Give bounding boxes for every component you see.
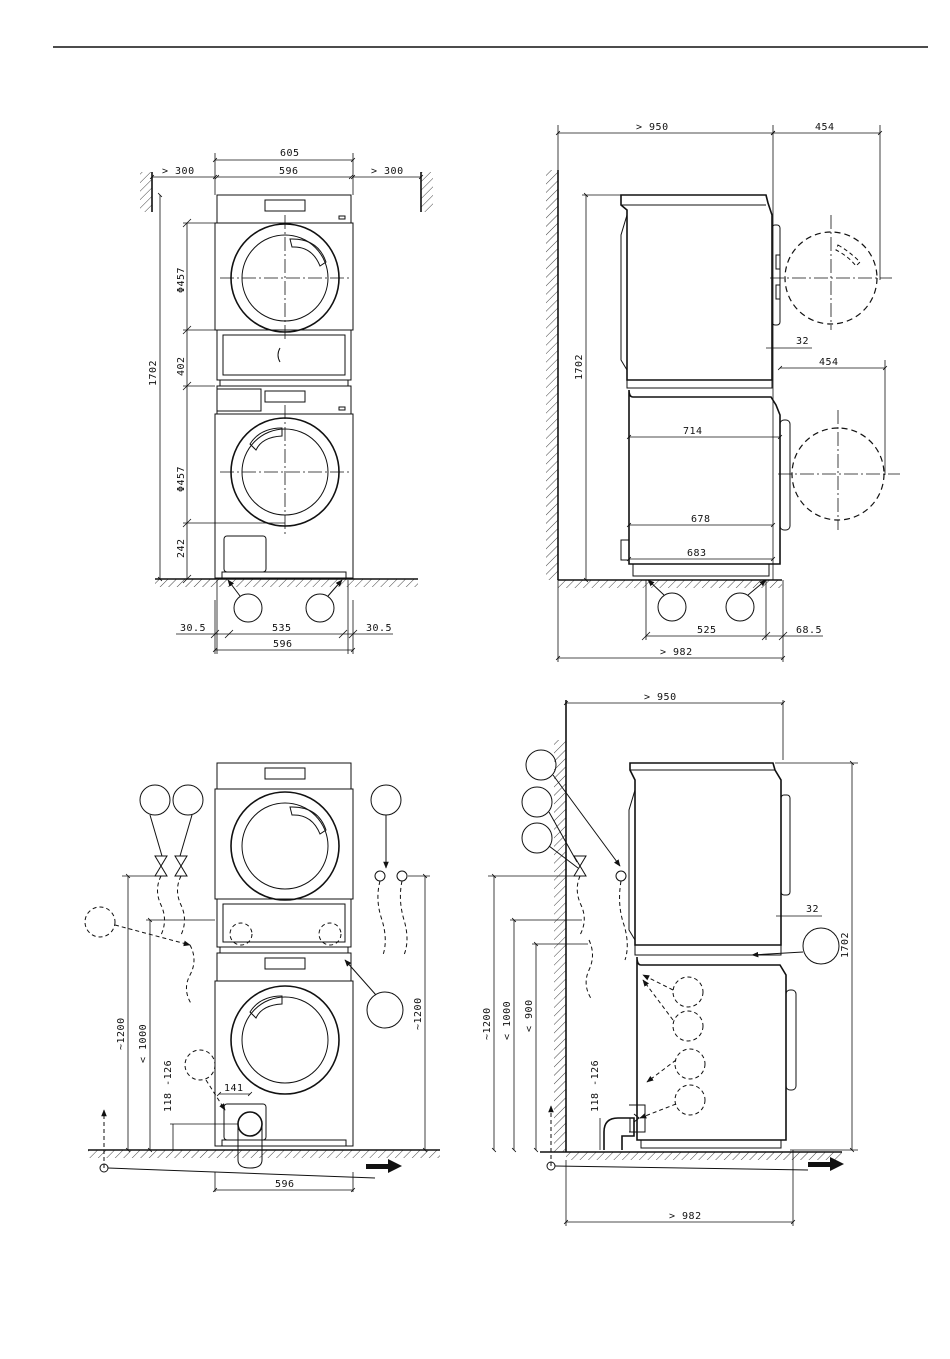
side-view: > 950 454 32 454 714 (546, 122, 900, 662)
dim-30-5-left: 30.5 (180, 623, 206, 634)
washer-door-side (780, 420, 790, 530)
dim-dryer-door-diameter: Φ457 (176, 267, 187, 293)
callout-wall-low (522, 823, 552, 853)
dim-525: 525 (697, 625, 717, 636)
side-foot-callout-right (726, 593, 754, 621)
dim-clearance-left: > 300 (162, 166, 195, 177)
washer-control-panel (217, 386, 351, 414)
service-flap (224, 536, 266, 572)
axis-origin-icon-side (547, 1106, 808, 1170)
dim-1702-front: 1702 (148, 360, 159, 386)
dim-32-side: 32 (796, 336, 809, 347)
dim-1200-right: ~1200 (413, 997, 424, 1030)
callout-dashed-2 (673, 1011, 703, 1041)
dim-605: 605 (280, 148, 300, 159)
callout-water-left (140, 785, 170, 815)
dryer-door-handle (290, 239, 326, 266)
front-install-view: 141 ~1200 < 1000 118 -126 (85, 763, 440, 1192)
dim-install-32: 32 (806, 904, 819, 915)
dim-clearance-right: > 300 (371, 166, 404, 177)
right-wall (421, 172, 433, 212)
dim-1702-side: 1702 (574, 354, 585, 380)
dim-683: 683 (687, 548, 707, 559)
callout-drain-dashed (185, 1050, 215, 1080)
side-install-view: > 950 32 (482, 692, 858, 1226)
dim-596-bottom: 596 (273, 639, 293, 650)
foot-callout-left (234, 594, 262, 622)
callout-dashed-4 (675, 1085, 705, 1115)
drain-outlet (238, 1112, 262, 1136)
install-washer-door (231, 986, 339, 1094)
dim-side-950: > 950 (636, 122, 669, 133)
install-washer-side (637, 957, 786, 1140)
dim-402: 402 (176, 356, 187, 376)
dim-install-950: > 950 (644, 692, 677, 703)
callout-wall-top (526, 750, 556, 780)
dim-install-900: < 900 (524, 999, 535, 1032)
dim-washer-door-diameter: Φ457 (176, 466, 187, 492)
install-dryer-side (630, 763, 781, 945)
dim-side-982: > 982 (660, 647, 693, 658)
dim-install-1200: ~1200 (482, 1007, 493, 1040)
callout-water-right (173, 785, 203, 815)
dryer-side-body (621, 195, 772, 380)
callout-dashed-3 (675, 1049, 705, 1079)
dim-535: 535 (272, 623, 292, 634)
dim-242: 242 (176, 538, 187, 558)
install-dryer-body (215, 789, 353, 899)
side-foot-callout-left (658, 593, 686, 621)
dryer-display (265, 200, 305, 211)
callout-hose-dashed (85, 907, 115, 937)
washer-body (215, 414, 353, 578)
washer-door-handle (250, 428, 282, 450)
install-washer-panel (217, 953, 351, 981)
dim-678: 678 (691, 514, 711, 525)
dim-door-swing-top: 454 (815, 122, 835, 133)
dim-68-5: 68.5 (796, 625, 822, 636)
callout-stack-side (803, 928, 839, 964)
flow-arrow-icon (366, 1159, 402, 1173)
floor-hatch (155, 579, 418, 587)
dim-141: 141 (224, 1083, 244, 1094)
install-dryer-door (231, 792, 339, 900)
dim-30-5-right: 30.5 (366, 623, 392, 634)
dryer-control-panel (217, 195, 351, 223)
dim-596-top: 596 (279, 166, 299, 177)
callout-electric (371, 785, 401, 815)
dim-714: 714 (683, 426, 703, 437)
install-dryer-panel (217, 763, 351, 789)
front-view: 605 596 > 300 > 300 (140, 148, 433, 654)
washer-display (265, 391, 305, 402)
left-wall (140, 172, 152, 212)
dim-596-install: 596 (275, 1179, 295, 1190)
washer-side-body (629, 390, 780, 564)
dim-install-118: 118 -126 (590, 1060, 601, 1112)
callout-stacking-kit (367, 992, 403, 1028)
dim-1200-left: ~1200 (116, 1017, 127, 1050)
dryer-body (215, 223, 353, 330)
dim-1000-front: < 1000 (138, 1024, 149, 1063)
callout-wall-mid (522, 787, 552, 817)
dim-door-swing-bottom: 454 (819, 357, 839, 368)
callout-dashed-1 (673, 977, 703, 1007)
dim-install-982: > 982 (669, 1211, 702, 1222)
foot-callout-right (306, 594, 334, 622)
dim-install-1702: 1702 (840, 932, 851, 958)
dim-install-1000: < 1000 (502, 1001, 513, 1040)
storage-drawer (217, 330, 351, 380)
valve-icon (155, 856, 187, 876)
dim-118-front: 118 -126 (163, 1060, 174, 1112)
